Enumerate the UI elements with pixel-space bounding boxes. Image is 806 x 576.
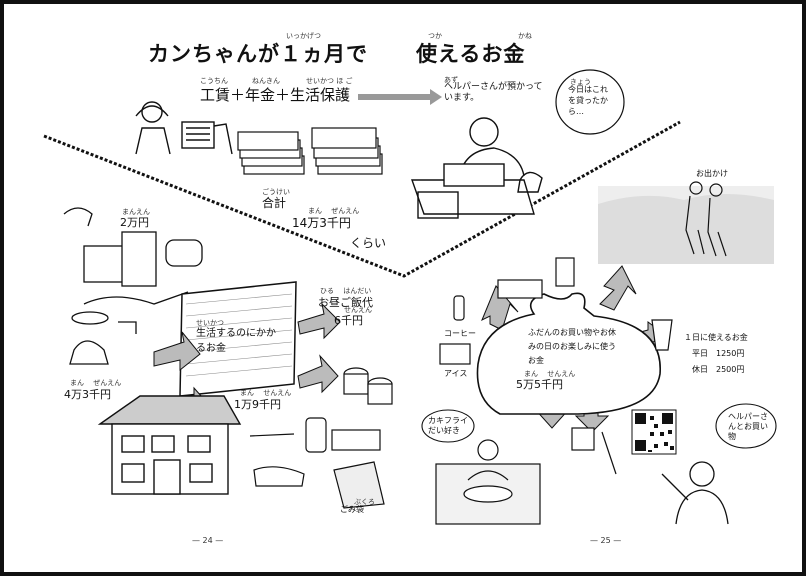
page-title: カンちゃんが１ヵ月で xyxy=(148,42,368,66)
ruby-keep: あず xyxy=(444,76,458,84)
daily-goods-illustration xyxy=(249,367,393,509)
total-label: 合計 xyxy=(262,196,287,210)
total-amount: 14万3千円 xyxy=(292,216,351,230)
diner-illustration xyxy=(435,439,541,525)
ruby-use: つか xyxy=(428,32,442,40)
total-approx: くらい xyxy=(350,236,387,250)
today-bubble xyxy=(555,69,625,135)
ruby-living: せいかつ xyxy=(196,319,224,327)
ruby-today: きょう xyxy=(570,78,591,86)
daily-goods-amount: 1万9千円 xyxy=(234,398,281,411)
bag-amount: 5万5千円 xyxy=(516,378,563,391)
ruby-month: いっかげつ xyxy=(286,32,321,40)
holiday-amount: 2500円 xyxy=(716,365,745,374)
helper-shopping-text: ヘルパーさんとお買い物 xyxy=(728,412,768,441)
outing-label: お出かけ xyxy=(696,169,728,178)
living-cost-label: 生活するのにかかるお金 xyxy=(196,328,276,354)
document-page: カンちゃんが１ヵ月で 使えるお金 いっかげつ つか かね 工賃＋年金＋生活保護 … xyxy=(4,4,802,572)
bag-purpose-text: ふだんのお買い物やお休みの日のお楽しみに使うお金 xyxy=(528,328,616,365)
illustration-layer xyxy=(43,69,777,525)
lunch-amount: 6千円 xyxy=(334,314,363,327)
ruby-wage: こうちん xyxy=(200,77,228,85)
page-title-accent: 使えるお金 xyxy=(416,42,526,66)
outing-illustration xyxy=(598,181,774,264)
ruby-rent: まん ぜんえん xyxy=(70,379,122,387)
helper-illustration xyxy=(661,461,729,525)
ruby-money: かね xyxy=(518,32,532,40)
garbage-bag-label: ごみ袋 xyxy=(340,505,364,514)
kakifry-text: カキフライだい好き xyxy=(428,416,468,435)
ruby-total-amount: まん ぜんえん xyxy=(308,207,360,215)
helper-note: ヘルパーさんが預かっています。 xyxy=(444,82,543,103)
zigzag-divider xyxy=(43,120,681,278)
man-writing-illustration xyxy=(411,117,543,219)
money-stacks-illustration xyxy=(237,127,383,175)
daily-budget-title: １日に使えるお金 xyxy=(684,333,748,342)
ruby-pension: ねんきん xyxy=(252,77,280,85)
income-arrow xyxy=(358,89,442,105)
utilities-amount: 2万円 xyxy=(120,216,149,229)
income-formula: 工賃＋年金＋生活保護 xyxy=(200,86,351,104)
ruby-lunch: ひる はんだい xyxy=(320,287,372,295)
weekday-amount: 1250円 xyxy=(716,349,745,358)
ruby-bag-amount: まん せんえん xyxy=(524,370,576,378)
rent-amount: 4万3千円 xyxy=(64,388,111,401)
page-number-left: — 24 — xyxy=(192,536,224,545)
page-number-right: — 25 — xyxy=(590,536,622,545)
shopping-bubble xyxy=(715,403,777,449)
coffee-label: コーヒー xyxy=(444,329,476,338)
today-bubble-text: 今日はこれを貸ったから… xyxy=(568,85,608,116)
ruby-daily: まん せんえん xyxy=(240,389,292,397)
holiday-label: 休日 xyxy=(692,365,708,374)
ice-label: アイス xyxy=(444,369,468,378)
ruby-welfare: せいかつ ほ ご xyxy=(306,77,353,85)
ruby-garbage: ぶくろ xyxy=(354,498,375,506)
ruby-total: ごうけい xyxy=(262,188,290,196)
qr-code xyxy=(631,409,677,455)
snacks-illustration xyxy=(439,257,673,475)
kakifry-bubble xyxy=(421,409,475,443)
weekday-label: 平日 xyxy=(692,349,708,358)
ruby-lunch-amount: せんえん xyxy=(344,306,372,314)
ruby-utilities: まんえん xyxy=(122,208,150,216)
lunch-label: お昼ご飯代 xyxy=(318,296,373,309)
woman-documents-illustration xyxy=(135,101,233,155)
house-illustration xyxy=(97,395,242,495)
utilities-illustration xyxy=(63,207,203,365)
